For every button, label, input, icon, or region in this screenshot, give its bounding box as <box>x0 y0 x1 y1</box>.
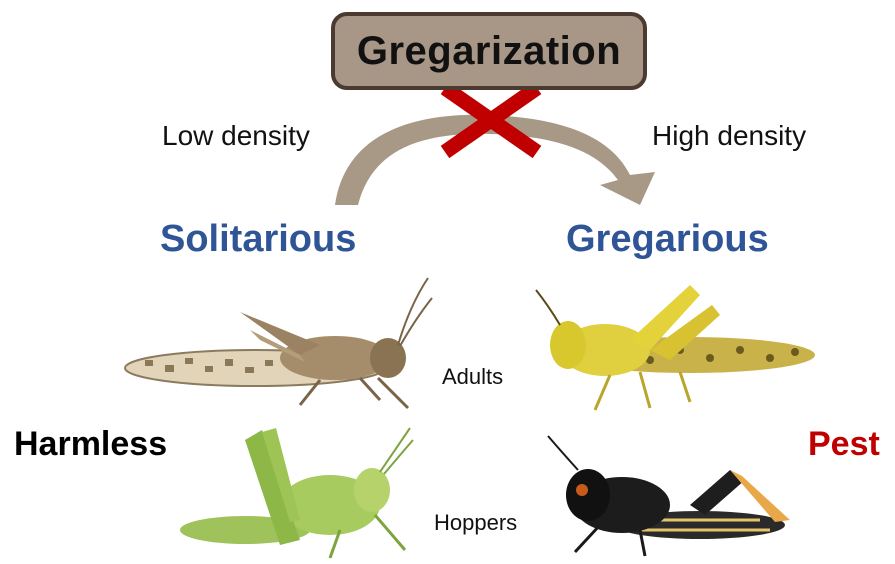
solitarious-hopper-locust-icon <box>180 428 413 558</box>
gregarious-label: Gregarious <box>566 218 769 261</box>
hoppers-label: Hoppers <box>434 510 517 536</box>
pest-label: Pest <box>808 425 880 464</box>
adults-label: Adults <box>442 364 503 390</box>
title-box: Gregarization <box>331 12 647 90</box>
solitarious-adult-locust-icon <box>125 278 432 408</box>
gregarious-hopper-locust-icon <box>548 436 790 556</box>
title-label: Gregarization <box>357 29 621 74</box>
harmless-label: Harmless <box>14 425 167 464</box>
solitarious-label: Solitarious <box>160 218 356 261</box>
high-density-label: High density <box>652 120 806 152</box>
gregarious-adult-locust-icon <box>536 285 815 410</box>
low-density-label: Low density <box>162 120 310 152</box>
